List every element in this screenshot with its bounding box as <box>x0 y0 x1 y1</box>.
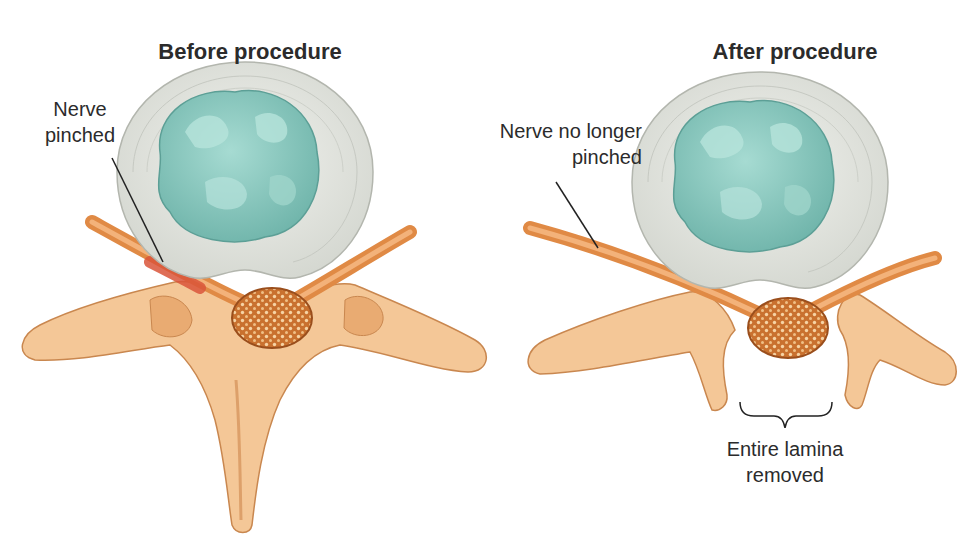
shading <box>236 380 241 520</box>
leader-line <box>556 182 598 248</box>
callout-label: Nerve pinched <box>30 96 130 148</box>
callout-label: Entire lamina removed <box>708 436 862 488</box>
figure-heading: Before procedure <box>100 38 400 67</box>
articular-process <box>344 296 383 335</box>
spinal-canal <box>232 288 312 348</box>
vertebral-arch <box>528 292 735 410</box>
vertebral-arch <box>838 294 957 408</box>
figure-heading: After procedure <box>645 38 945 67</box>
vertebral-arch <box>22 282 486 533</box>
intervertebral-disc <box>632 72 888 288</box>
leader-line <box>112 158 163 262</box>
spinal-canal <box>748 298 828 358</box>
callout-label: Nerve no longer pinched <box>452 118 642 170</box>
bracket <box>740 402 832 428</box>
articular-process <box>150 296 192 337</box>
